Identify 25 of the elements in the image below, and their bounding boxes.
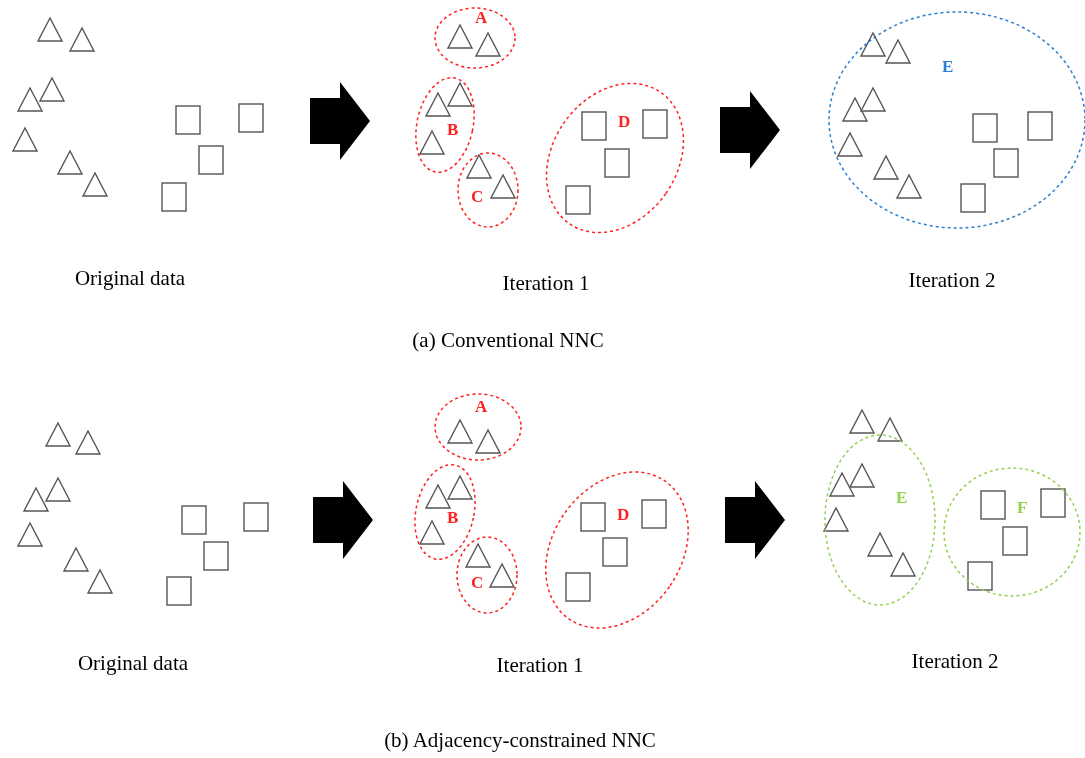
panel-label: Iteration 1 bbox=[496, 654, 584, 676]
cluster-letter: B bbox=[447, 509, 459, 526]
cluster-letter: F bbox=[1017, 499, 1028, 516]
cluster-ellipse bbox=[433, 6, 517, 70]
cluster-ellipse bbox=[942, 466, 1082, 598]
cluster-letter: D bbox=[618, 113, 631, 130]
cluster-letter: A bbox=[475, 398, 488, 415]
cluster-letter: B bbox=[447, 121, 459, 138]
cluster-ellipse bbox=[433, 392, 523, 462]
cluster-letter: E bbox=[942, 58, 954, 75]
panel-label: Iteration 1 bbox=[502, 272, 590, 294]
panel-label: Original data bbox=[77, 652, 189, 674]
subfigure-caption: (b) Adjacency-constrained NNC bbox=[384, 729, 656, 751]
cluster-letter: C bbox=[471, 188, 484, 205]
cluster-letter: C bbox=[471, 574, 484, 591]
cluster-ellipse bbox=[456, 151, 520, 229]
panel-label: Iteration 2 bbox=[911, 650, 999, 672]
panel-label: Iteration 2 bbox=[908, 269, 996, 291]
cluster-letter: E bbox=[896, 489, 908, 506]
cluster-ellipse bbox=[455, 535, 519, 615]
cluster-letter: D bbox=[617, 506, 630, 523]
panel-label: Original data bbox=[74, 267, 186, 289]
subfigure-caption: (a) Conventional NNC bbox=[412, 329, 604, 351]
cluster-letter: A bbox=[475, 9, 488, 26]
cluster-ellipse bbox=[823, 433, 937, 607]
